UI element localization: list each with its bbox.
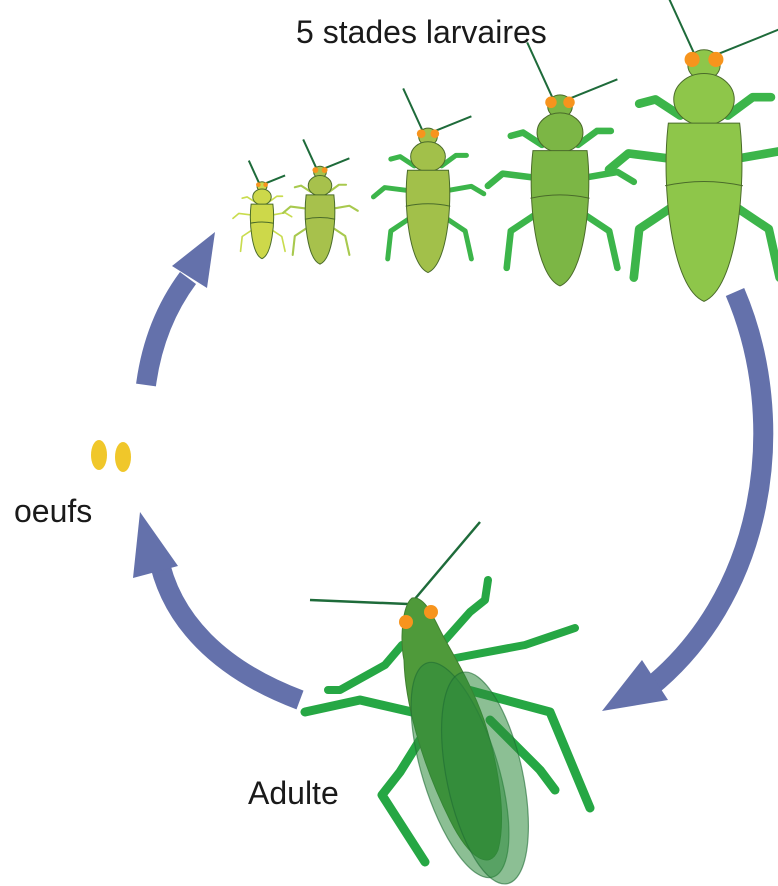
adult-eye-right	[424, 605, 438, 619]
larva-abdomen	[305, 195, 335, 264]
larva-abdomen	[406, 170, 450, 272]
larva-eye-right	[430, 129, 439, 138]
larva-eye-right	[263, 182, 268, 187]
larva-antennae	[249, 161, 285, 184]
larva-eye-left	[545, 97, 556, 108]
adult-antennae	[310, 522, 480, 604]
larva-antennae	[661, 0, 778, 56]
arrow-larvae-to-adult	[640, 292, 763, 695]
adult-eye-left	[399, 615, 413, 629]
larva-eye-left	[312, 167, 318, 173]
larva-thorax	[308, 176, 332, 196]
larva-eye-left	[685, 52, 700, 67]
eggs	[91, 440, 131, 472]
larva-antennae	[527, 42, 617, 99]
larva-stage-3	[373, 88, 483, 272]
larva-thorax	[674, 73, 734, 125]
larva-thorax	[537, 113, 583, 152]
larva-abdomen	[666, 123, 742, 301]
larva-antennae	[303, 139, 349, 168]
larva-abdomen	[250, 204, 273, 258]
larva-stage-1	[233, 161, 292, 259]
larva-abdomen	[531, 151, 589, 286]
larva-eye-right	[322, 167, 328, 173]
larva-thorax	[411, 142, 446, 172]
adult-label: Adulte	[248, 775, 339, 811]
egg-2	[115, 442, 131, 472]
arrow-eggs-to-larvae	[146, 278, 188, 385]
adult-insect	[305, 522, 590, 886]
larva-eye-left	[417, 129, 426, 138]
larva-stage-2	[283, 139, 358, 264]
egg-1	[91, 440, 107, 470]
larva-eye-right	[563, 97, 574, 108]
larva-eye-right	[708, 52, 723, 67]
larva-antennae	[403, 88, 471, 131]
larval-stages-label: 5 stades larvaires	[296, 14, 547, 50]
eggs-label: oeufs	[14, 493, 92, 529]
larva-thorax	[253, 189, 271, 205]
larva-stage-5	[609, 0, 778, 301]
larva-eye-left	[256, 182, 261, 187]
arrow-adult-to-eggs	[158, 555, 300, 700]
